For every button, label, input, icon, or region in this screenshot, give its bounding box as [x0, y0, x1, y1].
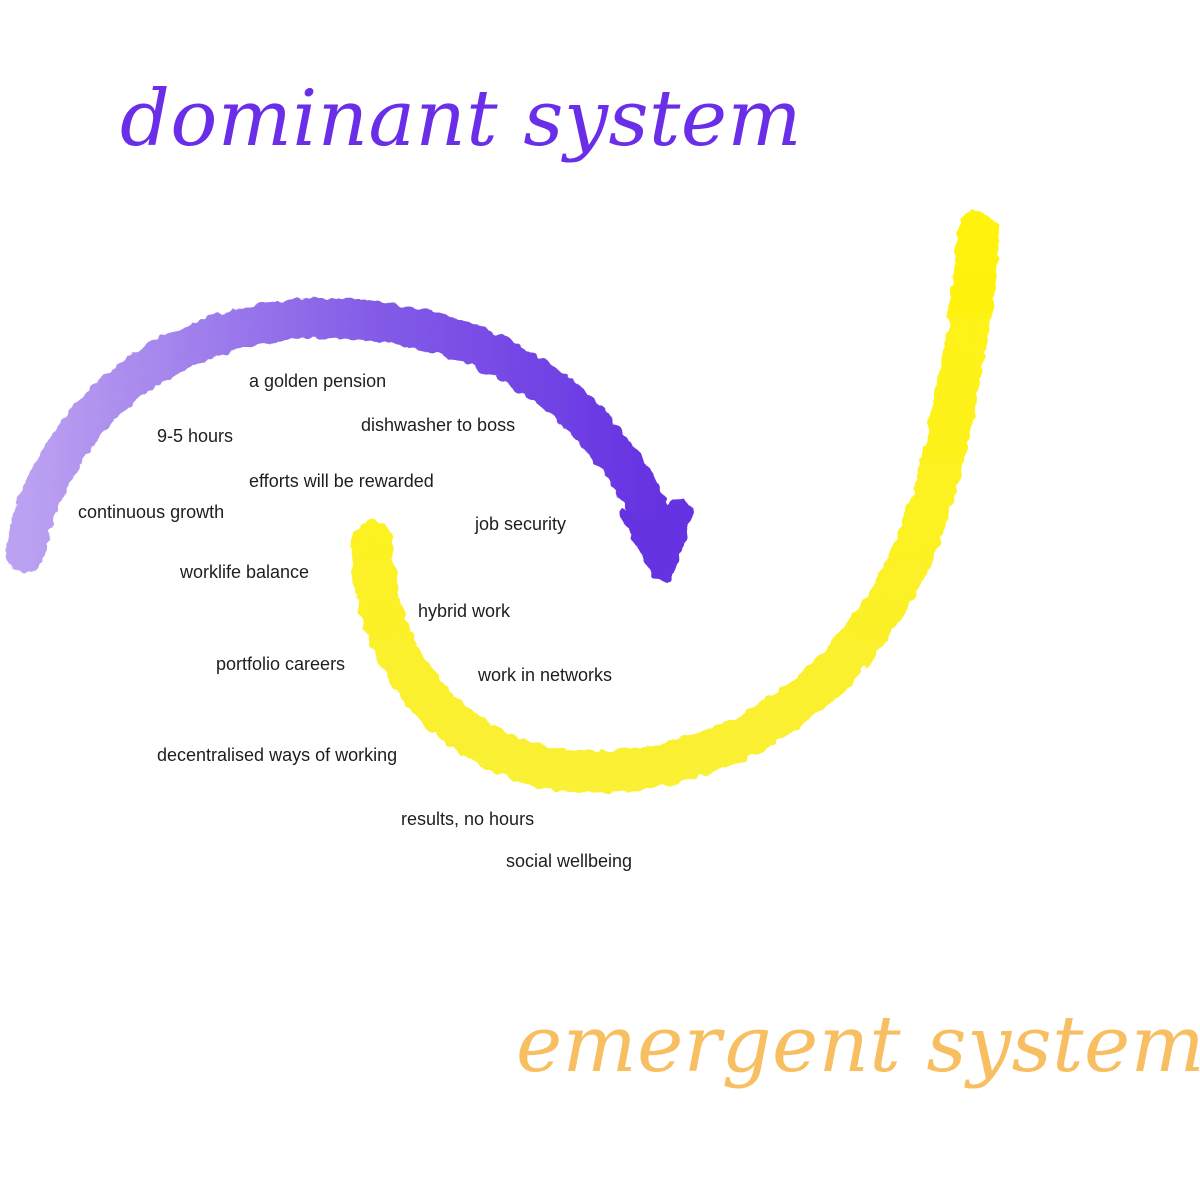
label-portfolio-careers: portfolio careers: [216, 654, 346, 674]
label-job-security: job security: [475, 514, 567, 534]
dominant-arrowhead: [619, 497, 693, 583]
label-dishwasher-to-boss: dishwasher to boss: [361, 415, 516, 435]
dominant-system-title: dominant system: [120, 74, 803, 164]
label-golden-pension: a golden pension: [249, 371, 387, 391]
label-results-no-hours: results, no hours: [401, 809, 535, 829]
label-9-5-hours: 9-5 hours: [157, 426, 234, 446]
label-hybrid-work: hybrid work: [418, 601, 511, 621]
label-social-wellbeing: social wellbeing: [506, 851, 633, 871]
label-work-in-networks: work in networks: [478, 665, 613, 685]
label-decentralised-working: decentralised ways of working: [157, 745, 398, 765]
dominant-arc-stroke: [5, 297, 675, 572]
emergent-arc-stroke: [350, 211, 999, 794]
label-worklife-balance: worklife balance: [180, 562, 310, 582]
label-efforts-rewarded: efforts will be rewarded: [249, 471, 434, 491]
label-continuous-growth: continuous growth: [78, 502, 225, 522]
emergent-system-title: emergent system: [516, 1000, 1200, 1090]
